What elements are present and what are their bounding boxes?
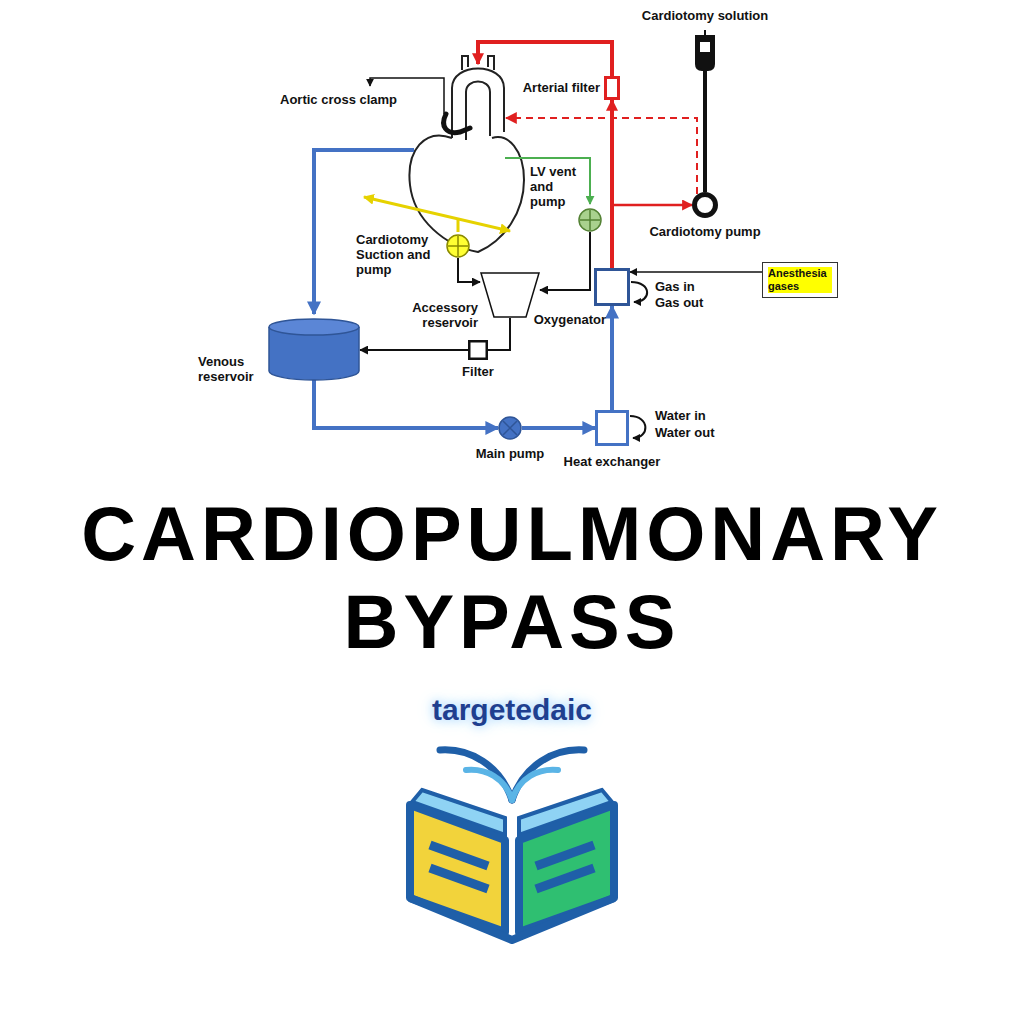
box-outline <box>596 270 629 305</box>
cylinder-top <box>269 319 359 335</box>
pump-mark <box>580 210 600 230</box>
logo-right-page <box>519 805 614 932</box>
shape-outline <box>498 416 522 440</box>
flow-connector <box>488 318 510 350</box>
aorta-outer <box>452 69 504 139</box>
filter-box: Filter <box>468 340 488 360</box>
suction-wand <box>364 197 510 231</box>
bag-outline <box>696 30 714 70</box>
reservoir-trapezoid: Accessory reservoir <box>480 272 540 318</box>
shape-outline <box>595 410 629 446</box>
flow-connector <box>314 380 498 428</box>
node-label: Accessory reservoir <box>406 300 478 330</box>
logo-arc <box>512 770 558 800</box>
aortic-clamp <box>444 114 470 133</box>
cylinder-body <box>269 327 359 380</box>
vent-pump: LV vent and pump <box>578 208 602 232</box>
flow-connector <box>612 205 692 268</box>
book-logo <box>410 750 614 940</box>
shape-outline <box>692 192 718 218</box>
node-label: Cardiotomy Suction and pump <box>356 232 442 277</box>
shape-outline <box>268 318 360 380</box>
box-outline <box>469 341 487 359</box>
logo-arc <box>440 750 512 800</box>
venous-line <box>314 150 414 314</box>
aorta-inner <box>466 82 490 141</box>
solution-bag: Cardiotomy solution <box>692 30 718 74</box>
pump-circle <box>579 209 601 231</box>
logo-spine <box>410 898 614 940</box>
arterial-return-line <box>478 42 612 76</box>
flow-connector <box>458 258 480 282</box>
logo-arc <box>512 750 584 800</box>
flow-connector <box>610 306 614 410</box>
gas-curl <box>631 282 647 302</box>
suction-pump: Cardiotomy Suction and pump <box>446 234 470 258</box>
pump-circle <box>499 417 521 439</box>
oxygenator-box: Oxygenator <box>594 268 630 306</box>
water-curl <box>630 416 645 438</box>
node-label: Cardiotomy pump <box>637 224 773 239</box>
bag-label-patch <box>700 42 710 52</box>
flow-connector <box>360 349 468 351</box>
flow-label: Water out <box>655 425 714 440</box>
clamp-leader <box>370 78 444 114</box>
flow-connector <box>703 74 707 192</box>
lv-vent-line <box>505 158 590 204</box>
node-label: LV vent and pump <box>530 164 586 209</box>
flow-label: Gas out <box>655 295 703 310</box>
logo-arc <box>466 770 512 800</box>
box-outline <box>597 412 628 445</box>
main-pump: Main pump <box>498 416 522 440</box>
box-outline <box>606 78 619 99</box>
node-label: Main pump <box>470 446 550 461</box>
node-text: Anesthesia gases <box>768 267 832 293</box>
flow-connector <box>522 426 595 430</box>
node-label: Arterial filter <box>490 80 600 95</box>
callout-label: Aortic cross clamp <box>280 92 397 107</box>
flow-connector <box>540 232 590 290</box>
shape-outline <box>578 208 602 232</box>
pump-circle <box>447 235 469 257</box>
heat-exchanger-box: Heat exchanger <box>595 410 629 446</box>
bag-port <box>703 70 707 74</box>
node-label: Heat exchanger <box>555 454 669 469</box>
logo-lines <box>536 845 594 889</box>
node-label: Venous reservoir <box>198 354 266 384</box>
node-label: Cardiotomy solution <box>627 8 783 23</box>
logo-lines <box>430 845 488 889</box>
trapezoid-outline <box>481 273 539 317</box>
shape-outline <box>594 268 630 306</box>
cardioplegia-line <box>506 118 697 194</box>
shape-outline <box>692 30 718 74</box>
arterial-filter-box: Arterial filter <box>604 76 620 100</box>
pump-ring <box>695 195 716 216</box>
watermark: targetedaic <box>412 692 612 728</box>
reservoir-cylinder: Venous reservoir <box>268 318 360 380</box>
suction-stem <box>457 219 460 232</box>
node-label: Oxygenator <box>520 312 606 327</box>
shape-outline <box>604 76 620 100</box>
flow-label: Water in <box>655 408 706 423</box>
title: CARDIOPULMONARY BYPASS <box>62 490 962 666</box>
node-label: Filter <box>448 364 508 379</box>
shape-outline <box>446 234 470 258</box>
flow-connector <box>630 271 762 273</box>
logo-left-page <box>410 805 505 932</box>
roller-pump: Cardiotomy pump <box>692 192 718 218</box>
gas-source-box: Anesthesia gases <box>762 262 838 298</box>
shape-outline <box>468 340 488 360</box>
heart-outline <box>409 136 524 252</box>
pump-mark <box>503 421 517 435</box>
shape-outline <box>480 272 540 318</box>
flow-label: Gas in <box>655 279 695 294</box>
pump-mark <box>448 236 468 256</box>
